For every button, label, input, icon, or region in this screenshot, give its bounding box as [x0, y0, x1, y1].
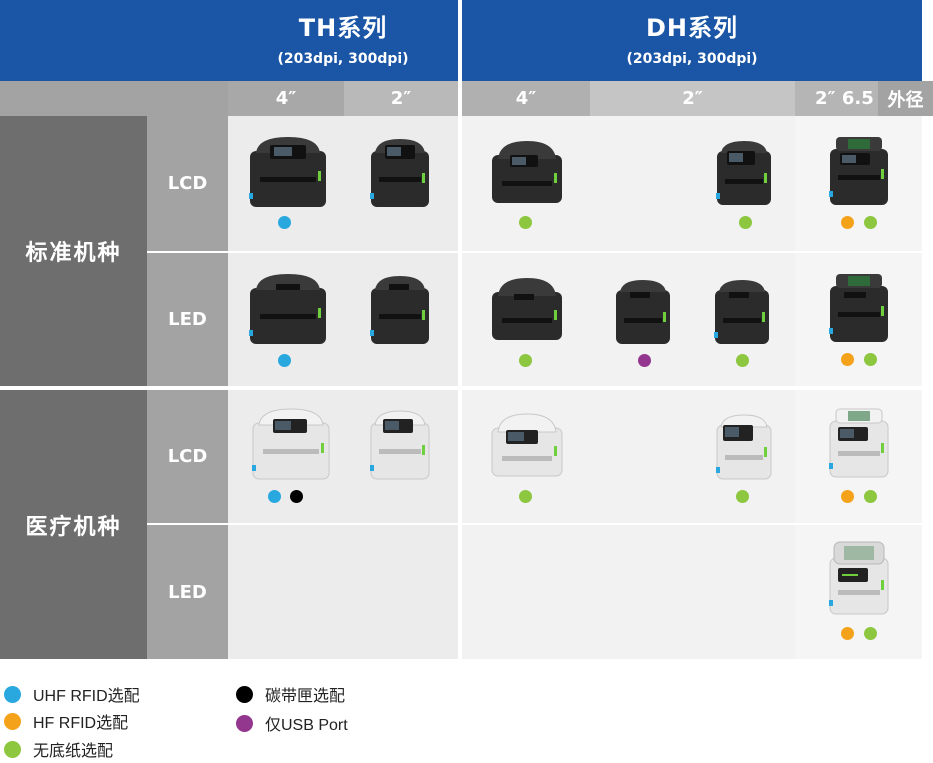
printer-image	[249, 137, 326, 207]
group-divider	[0, 386, 922, 390]
linerless-dot	[739, 216, 752, 229]
printer-image	[491, 413, 563, 477]
legend-hf-label: HF RFID选配	[33, 715, 129, 732]
column-divider	[458, 0, 462, 660]
hf-rfid-dot	[841, 353, 854, 366]
legend-dot-usb	[236, 714, 253, 732]
printer-image	[829, 137, 888, 205]
printer-image	[249, 274, 326, 344]
legend-dot-uhf	[4, 685, 21, 703]
dh-4in-label: 4″	[462, 81, 590, 116]
legend-hf: HF RFID选配	[4, 709, 128, 733]
legend-ribbon-label: 碳带匣选配	[265, 688, 346, 705]
linerless-dot	[864, 353, 877, 366]
category-medical: 医疗机种	[0, 390, 147, 659]
linerless-dot	[519, 490, 532, 503]
linerless-dot	[519, 354, 532, 367]
printer-image	[492, 278, 562, 340]
dh-series-header: DH系列 (203dpi, 300dpi)	[462, 0, 922, 81]
uhf-rfid-dot	[278, 216, 291, 229]
subheader-left-blank	[0, 81, 228, 116]
legend-linerless-label: 无底纸选配	[33, 743, 114, 760]
hf-rfid-dot	[841, 216, 854, 229]
hf-rfid-dot	[841, 627, 854, 640]
th-series-title: TH系列	[298, 14, 388, 42]
linerless-dot	[864, 490, 877, 503]
th-4in-label: 4″	[228, 81, 344, 116]
printer-image	[714, 280, 769, 344]
legend-ribbon: 碳带匣选配	[236, 682, 345, 706]
legend-dot-ribbon	[236, 685, 253, 703]
hf-rfid-dot	[841, 490, 854, 503]
dh-series-subtitle: (203dpi, 300dpi)	[626, 51, 758, 67]
linerless-dot	[864, 627, 877, 640]
th-series-subtitle: (203dpi, 300dpi)	[277, 51, 409, 67]
outer-diameter-label: 外径	[878, 81, 933, 116]
usb-only-dot	[638, 354, 651, 367]
row-divider	[147, 251, 922, 253]
uhf-rfid-dot	[278, 354, 291, 367]
dh-2in-65-text: 2″ 6.5	[815, 88, 874, 109]
ribbon-cassette-dot	[290, 490, 303, 503]
mode-led: LED	[147, 253, 228, 386]
printer-image	[370, 139, 429, 207]
legend-dot-linerless	[4, 740, 21, 758]
printer-image	[616, 280, 670, 344]
dh-2in-65-label: 2″ 6.5	[795, 81, 878, 116]
printer-image	[716, 414, 772, 480]
linerless-dot	[519, 216, 532, 229]
th-series-header: TH系列 (203dpi, 300dpi)	[228, 0, 458, 81]
legend-uhf: UHF RFID选配	[4, 682, 140, 706]
printer-image	[829, 541, 889, 615]
category-standard: 标准机种	[0, 116, 147, 386]
legend-linerless: 无底纸选配	[4, 737, 113, 761]
mode-lcd: LCD	[147, 116, 228, 251]
legend-uhf-label: UHF RFID选配	[33, 688, 140, 705]
linerless-dot	[864, 216, 877, 229]
printer-image	[370, 410, 430, 480]
printer-image	[829, 274, 888, 342]
mode-led: LED	[147, 525, 228, 659]
printer-image	[370, 276, 429, 344]
legend-usb: 仅USB Port	[236, 711, 348, 735]
linerless-dot	[736, 490, 749, 503]
legend-dot-hf	[4, 712, 21, 730]
th-2in-label: 2″	[344, 81, 458, 116]
dh-2in-label: 2″	[590, 81, 795, 116]
uhf-rfid-dot	[268, 490, 281, 503]
row-divider	[147, 523, 922, 525]
printer-image	[492, 141, 562, 203]
printer-image	[252, 408, 330, 480]
header-left-blank	[0, 0, 228, 81]
printer-image	[716, 141, 771, 205]
legend-usb-label: 仅USB Port	[265, 717, 348, 734]
printer-image	[829, 408, 889, 478]
linerless-dot	[736, 354, 749, 367]
mode-lcd: LCD	[147, 390, 228, 523]
dh-series-title: DH系列	[645, 14, 738, 42]
